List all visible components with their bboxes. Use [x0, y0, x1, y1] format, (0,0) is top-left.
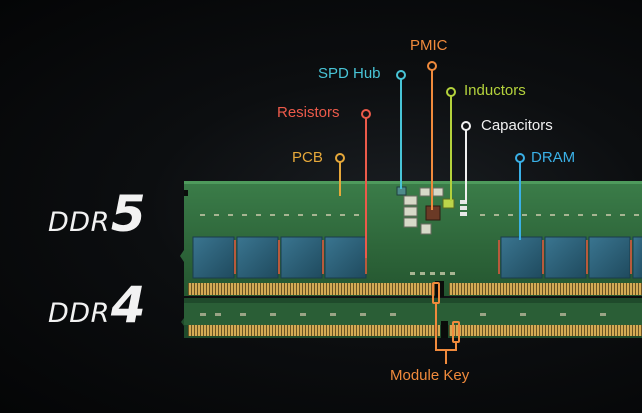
module-key-label: Module Key [390, 367, 470, 384]
resistors-marker [361, 109, 371, 119]
ddr4-label: DDR4 [48, 276, 146, 334]
capacitor-chip [460, 200, 467, 204]
capacitor-chip [460, 212, 467, 216]
ddr5-small-components [200, 214, 639, 275]
resistors-label: Resistors [277, 104, 340, 121]
callout-lines [335, 61, 525, 364]
inductor-block [403, 217, 418, 228]
module-key-bracket [432, 282, 460, 364]
dram-chip [500, 236, 543, 279]
ddr4-contacts-left [188, 325, 440, 336]
dram-label: DRAM [531, 149, 576, 166]
ddr5-contacts-left [188, 283, 440, 295]
inductor-block [419, 187, 431, 197]
dram-marker [515, 153, 525, 163]
pmic-marker [427, 61, 437, 71]
dram-chip [280, 236, 323, 279]
pcb-label: PCB [292, 149, 323, 166]
ddr5-side-notch [184, 190, 188, 196]
ddr5-power-cluster [396, 186, 467, 235]
pcb-marker [335, 153, 345, 163]
ddr4-contacts-right [449, 325, 642, 336]
inductors-marker [446, 87, 456, 97]
inductors-label: Inductors [464, 82, 526, 99]
ddr5-label: DDR5 [48, 185, 146, 243]
ddr4-label-prefix: DDR [48, 298, 110, 329]
dram-chip [588, 236, 631, 279]
ddr5-dram-chips-right [500, 236, 642, 279]
ddr5-label-number: 5 [110, 185, 146, 243]
inductor-chip [442, 198, 455, 209]
ddr4-key-notch [441, 321, 448, 338]
ddr5-label-prefix: DDR [48, 207, 110, 238]
inductor-block [403, 206, 418, 217]
dram-chip [236, 236, 279, 279]
capacitor-chip [460, 206, 467, 210]
inductor-block [403, 195, 418, 206]
capacitors-marker [461, 121, 471, 131]
dram-chip [632, 236, 642, 279]
ddr5-pcb-edge [184, 181, 642, 184]
ddr5-module [180, 181, 642, 297]
inductor-block [432, 187, 444, 197]
capacitors-label: Capacitors [481, 117, 553, 134]
dram-chip [324, 236, 367, 279]
spd-hub-label: SPD Hub [318, 65, 381, 82]
spd-hub-marker [396, 70, 406, 80]
ddr4-module [181, 298, 642, 338]
dram-chip [544, 236, 587, 279]
dram-chip [192, 236, 235, 279]
ddr5-contacts-right [449, 283, 642, 295]
ddr4-label-number: 4 [110, 276, 146, 334]
pmic-label: PMIC [410, 37, 448, 54]
capacitor-block [420, 223, 432, 235]
ddr4-pcb-face [184, 303, 642, 325]
ddr4-components [200, 313, 606, 316]
